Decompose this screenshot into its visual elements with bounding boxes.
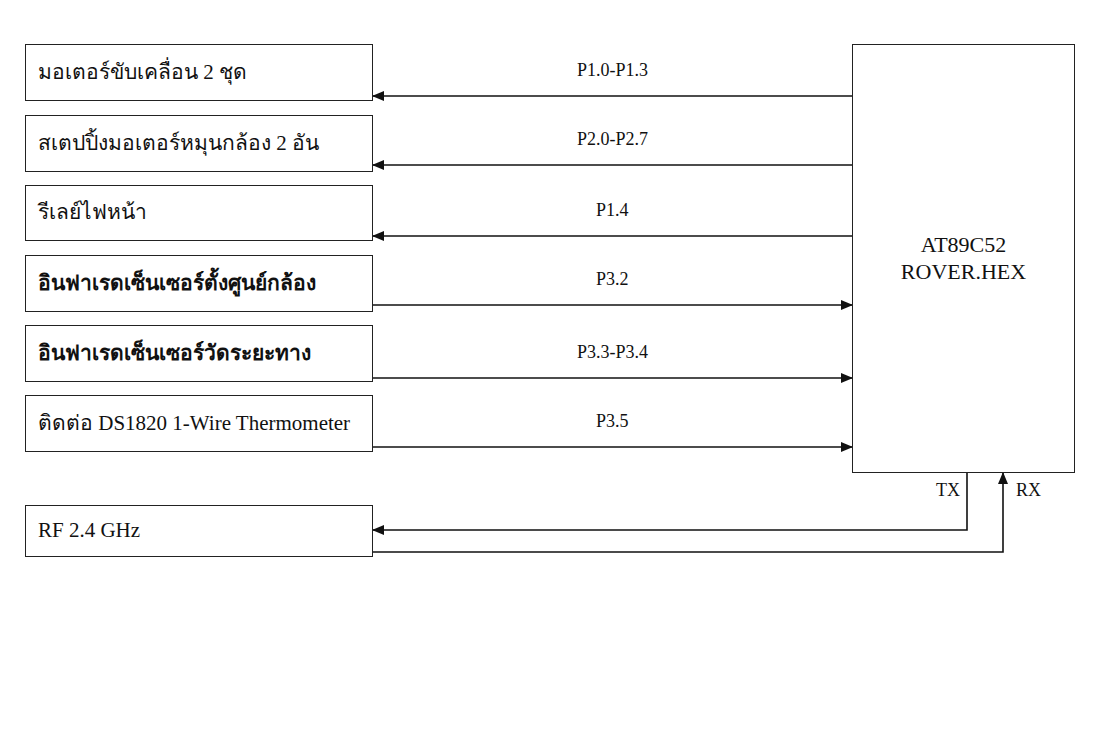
signal-arrow [373, 95, 852, 97]
box-text: RF 2.4 GHz [38, 518, 140, 543]
box-text: สเตปปิ้งมอเตอร์หมุนกล้อง 2 อัน [38, 131, 319, 156]
signal-label: P1.0-P1.3 [574, 61, 651, 81]
signal-arrow [373, 473, 1003, 552]
motor-box: มอเตอร์ขับเคลื่อน 2 ชุด [25, 44, 373, 101]
signal-label: P1.4 [593, 201, 632, 221]
signal-label: P2.0-P2.7 [574, 130, 651, 150]
signal-label: TX [933, 481, 963, 501]
signal-arrow [373, 235, 852, 237]
signal-arrow [373, 473, 967, 530]
signal-label: P3.2 [593, 270, 632, 290]
signal-label: P3.3-P3.4 [574, 343, 651, 363]
box-text: ติดต่อ DS1820 1-Wire Thermometer [38, 411, 350, 436]
relay-box: รีเลย์ไฟหน้า [25, 185, 373, 241]
thermometer-box: ติดต่อ DS1820 1-Wire Thermometer [25, 395, 373, 452]
signal-label: RX [1013, 481, 1044, 501]
signal-label: P3.5 [593, 412, 632, 432]
box-text: อินฟาเรดเซ็นเซอร์วัดระยะทาง [38, 341, 311, 366]
sensor-box: อินฟาเรดเซ็นเซอร์วัดระยะทาง [25, 325, 373, 382]
mcu-box: AT89C52 ROVER.HEX [852, 44, 1075, 473]
signal-arrow [373, 446, 852, 448]
box-text: รีเลย์ไฟหน้า [38, 200, 147, 225]
stepper-box: สเตปปิ้งมอเตอร์หมุนกล้อง 2 อัน [25, 115, 373, 172]
box-text: อินฟาเรดเซ็นเซอร์ตั้งศูนย์กล้อง [38, 271, 316, 296]
signal-arrow [373, 304, 852, 306]
signal-arrow [373, 164, 852, 166]
box-text: มอเตอร์ขับเคลื่อน 2 ชุด [38, 60, 247, 85]
signal-arrow [373, 377, 852, 379]
rf-box: RF 2.4 GHz [25, 505, 373, 557]
sensor-box: อินฟาเรดเซ็นเซอร์ตั้งศูนย์กล้อง [25, 255, 373, 312]
box-text: AT89C52 ROVER.HEX [894, 232, 1034, 285]
